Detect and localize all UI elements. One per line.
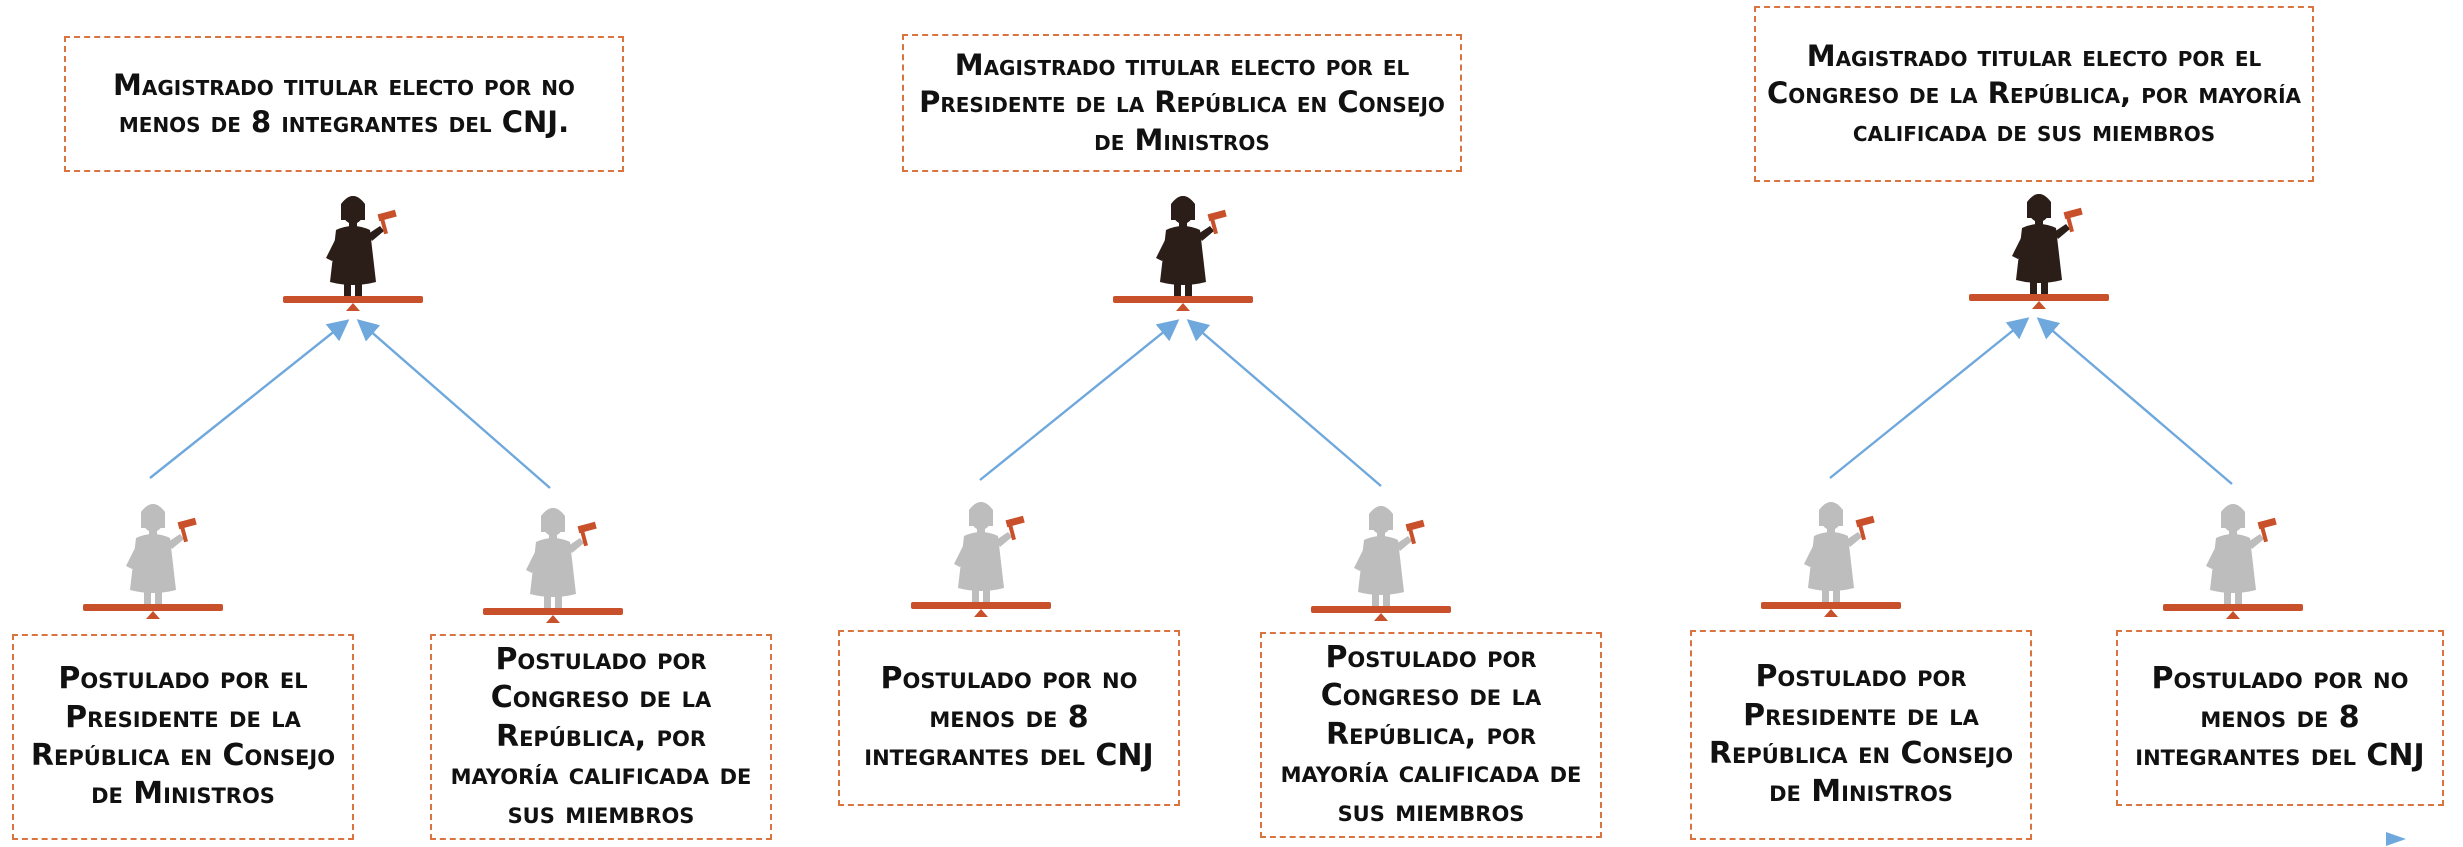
judge-candidate-left-icon-3 — [1761, 502, 1901, 617]
candidate-box-right-3: Postulado por no menos de 8 integrantes … — [2116, 630, 2444, 806]
judge-candidate-right-icon-3 — [2163, 504, 2303, 619]
judge-winner-icon-2 — [1113, 196, 1253, 311]
candidate-box-left-1: Postulado por el Presidente de la Repúbl… — [12, 634, 354, 840]
corner-arrow-icon — [2386, 832, 2406, 846]
arrow-g3-left — [1829, 317, 2030, 479]
candidate-box-left-3: Postulado por Presidente de la República… — [1690, 630, 2032, 840]
arrow-g2-left — [979, 319, 1180, 481]
judge-winner-icon-3 — [1969, 194, 2109, 309]
winner-box-3: Magistrado titular electo por el Congres… — [1754, 6, 2314, 182]
winner-box-2: Magistrado titular electo por el Preside… — [902, 34, 1462, 172]
arrow-g2-right — [1186, 319, 1382, 487]
judge-candidate-left-icon-2 — [911, 502, 1051, 617]
judge-candidate-right-icon-2 — [1311, 506, 1451, 621]
judge-winner-icon-1 — [283, 196, 423, 311]
winner-box-1: Magistrado titular electo por no menos d… — [64, 36, 624, 172]
arrow-g3-right — [2036, 317, 2233, 485]
candidate-box-right-1: Postulado por Congreso de la República, … — [430, 634, 772, 840]
candidate-box-left-2: Postulado por no menos de 8 integrantes … — [838, 630, 1180, 806]
judge-candidate-right-icon-1 — [483, 508, 623, 623]
arrow-g1-right — [356, 319, 551, 489]
candidate-box-right-2: Postulado por Congreso de la República, … — [1260, 632, 1602, 838]
judge-candidate-left-icon-1 — [83, 504, 223, 619]
arrow-g1-left — [149, 319, 350, 479]
